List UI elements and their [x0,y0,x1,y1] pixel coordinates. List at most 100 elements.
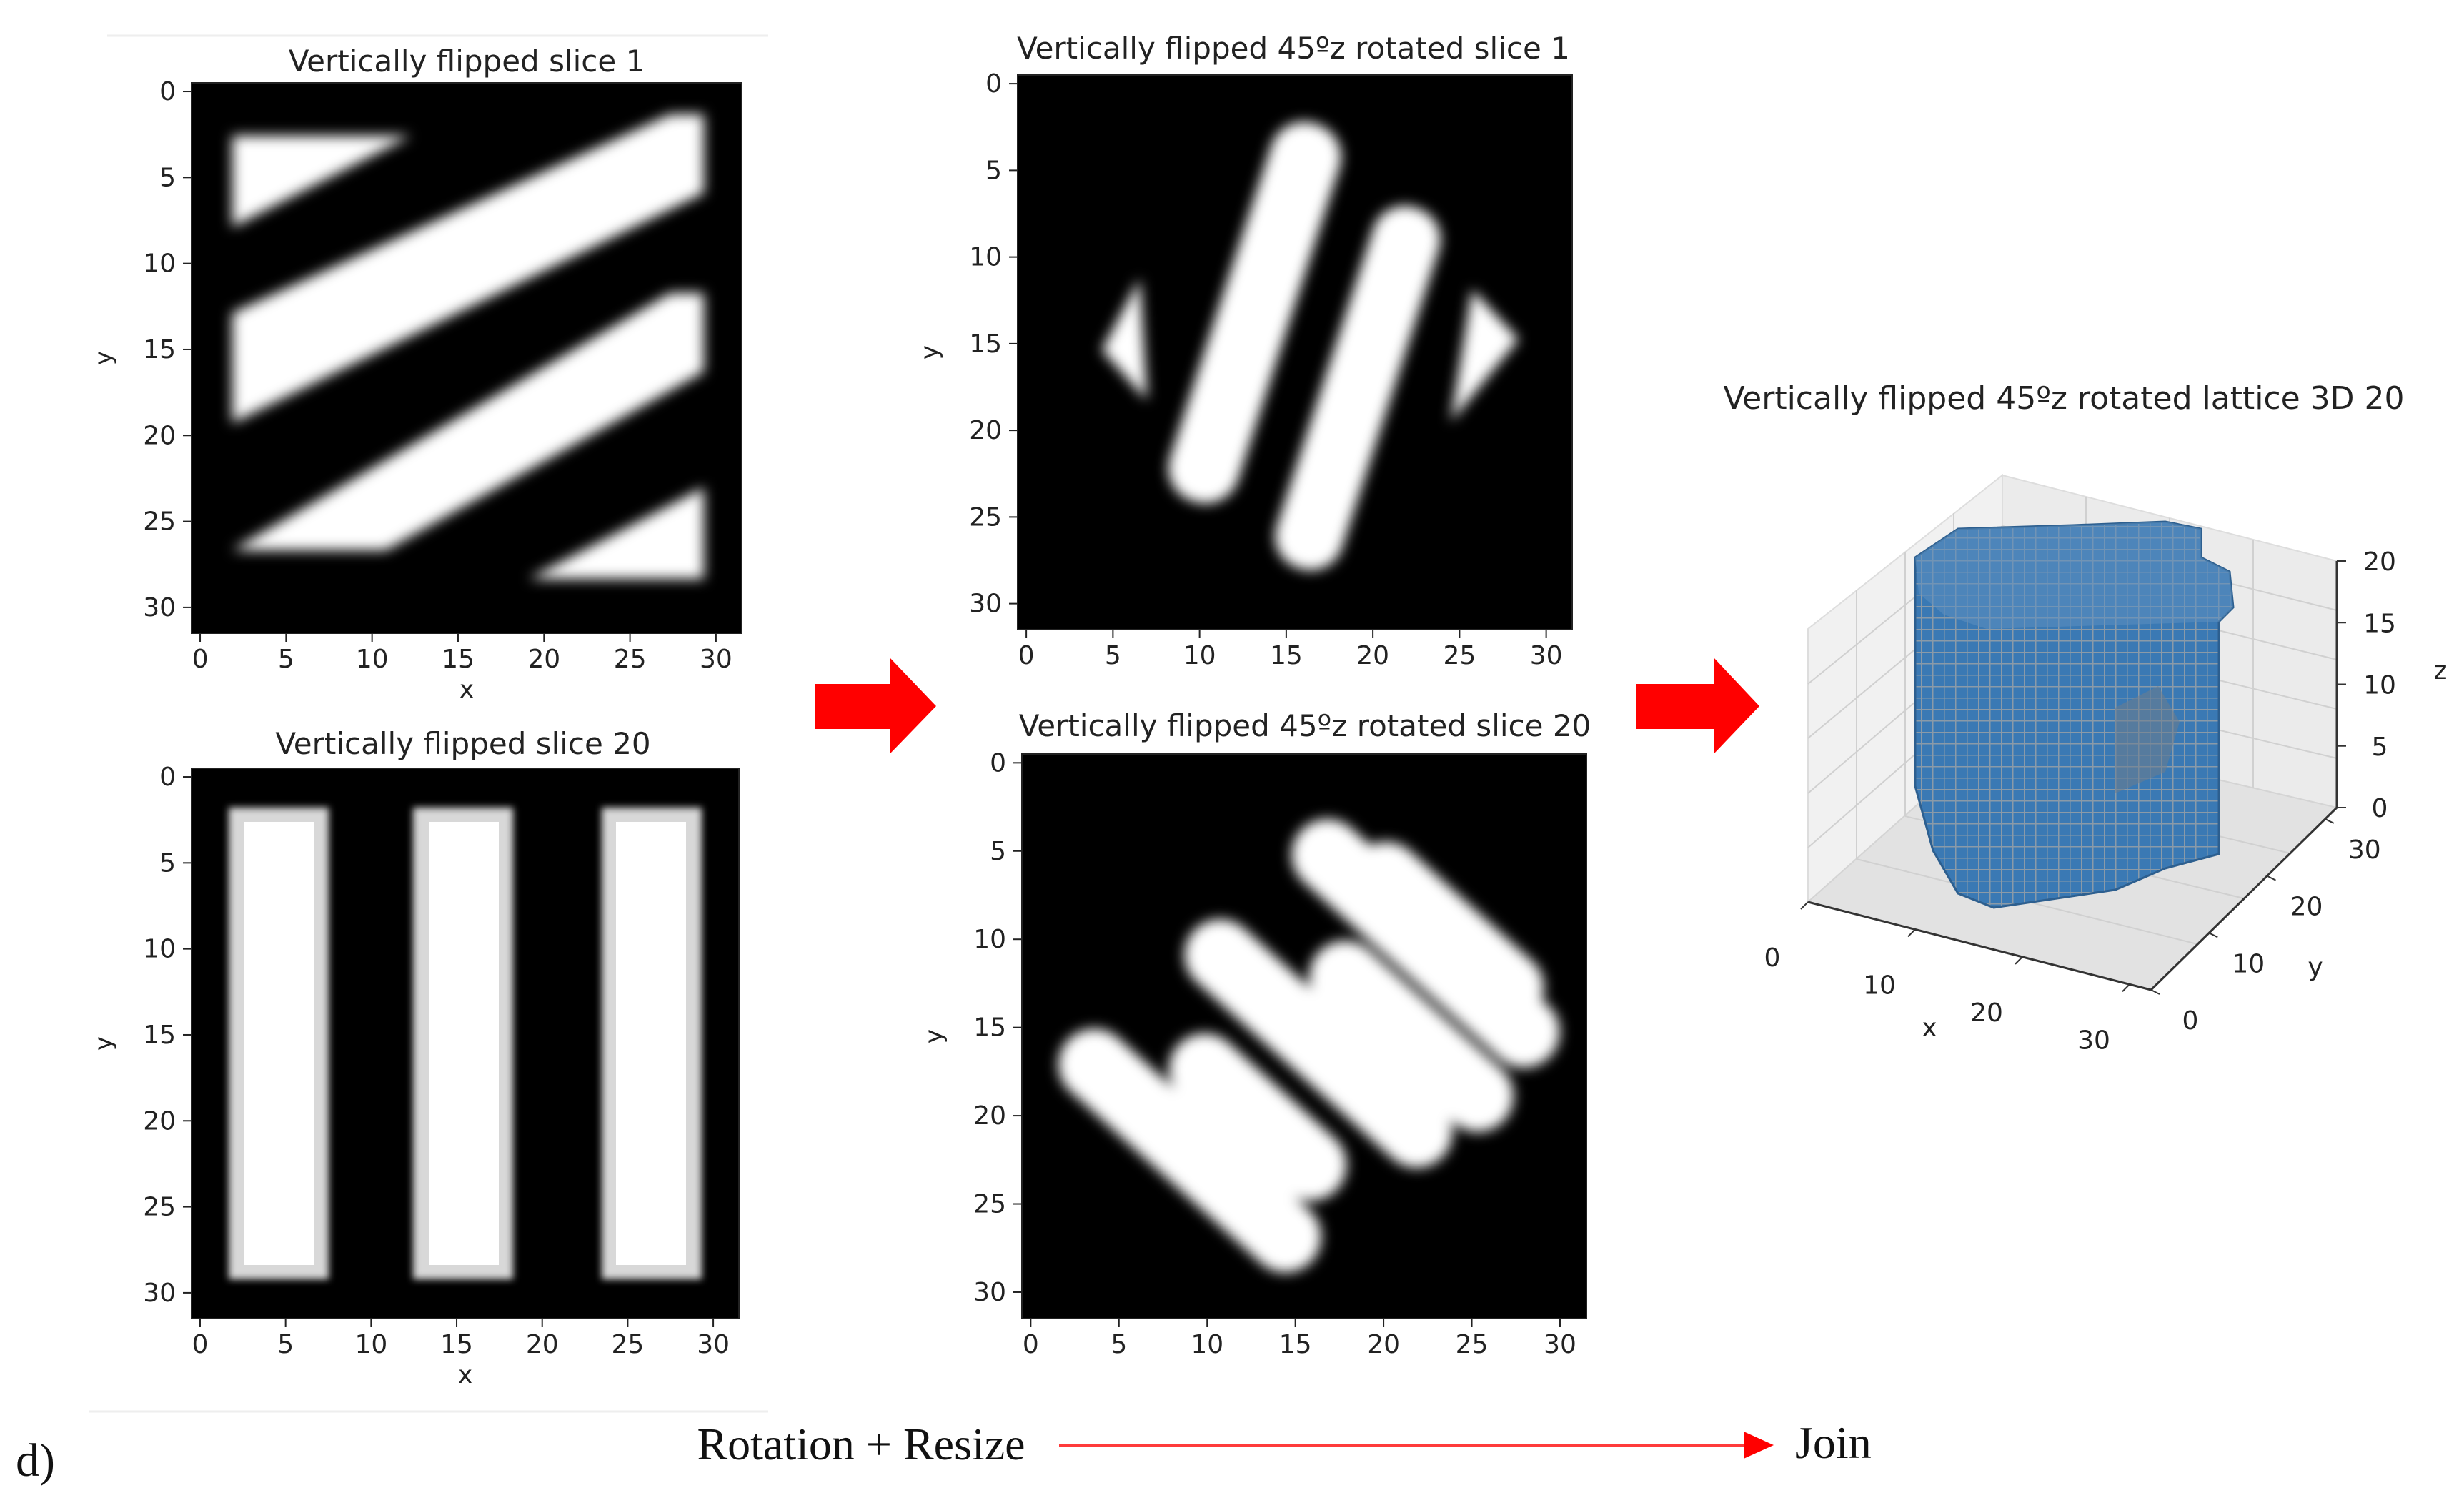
y-tick-label: 20 [969,416,1002,445]
y-tick-label: 5 [159,163,176,192]
y3d-tick-label: 0 [2182,1006,2199,1036]
x3d-axis-label: x [1922,1013,1937,1043]
y-tick-label: 0 [990,748,1006,778]
y-axis-label: y [915,345,944,359]
y-tick-label: 15 [143,335,176,364]
y-tick-label: 20 [143,421,176,450]
x-tick-label: 0 [1018,641,1035,670]
y-tick-label: 5 [990,837,1006,866]
x-tick-label: 0 [192,1330,209,1359]
x-tick-label: 5 [1105,641,1121,670]
x-tick-label: 15 [1270,641,1303,670]
x3d-tick [2122,983,2130,993]
plot-title: Vertically flipped slice 20 [275,726,650,761]
x-tick-label: 25 [1456,1330,1489,1359]
image-slice-1 [192,83,742,633]
y3d-tick [2150,989,2160,995]
x3d-tick [1907,928,1916,938]
y-tick-label: 5 [985,156,1002,185]
z3d-tick-label: 10 [2363,671,2396,700]
y-tick-label: 30 [143,1279,176,1308]
y-tick-label: 0 [159,763,176,792]
x-tick-label: 15 [442,645,475,674]
z3d-axis-label: z [2434,656,2448,685]
x-tick-label: 25 [1443,641,1476,670]
y-tick-label: 30 [973,1278,1006,1307]
x3d-tick [2015,956,2023,965]
flow-arrow-head-icon [1744,1432,1774,1459]
x3d-tick [1800,901,1809,910]
y-tick-label: 25 [143,507,176,537]
x-tick-label: 10 [1191,1330,1223,1359]
y-tick-label: 15 [969,329,1002,359]
x3d-tick-label: 10 [1863,971,1896,1000]
image-rotated-slice-1 [1018,75,1572,630]
plot-slice-1: Vertically flipped slice 1 0 5 10 15 20 25 30 0… [89,44,742,704]
x-tick-label: 5 [277,1330,294,1359]
x-tick-label: 20 [527,645,560,674]
y-tick-label: 25 [143,1193,176,1222]
y-tick-label: 0 [159,77,176,106]
flow-label-join: Join [1795,1417,1872,1468]
x-tick-label: 5 [1111,1330,1127,1359]
flow-label-rotation-resize: Rotation + Resize [697,1419,1025,1469]
y3d-tick [2325,818,2335,824]
y-axis-label: y [89,1036,118,1051]
y-axis-label: y [89,351,118,365]
red-arrow-icon [1636,658,1759,754]
x-tick-label: 0 [192,645,209,674]
plot-rotated-slice-1: Vertically flipped 45ºz rotated slice 1 … [915,31,1573,670]
y-tick-label: 15 [973,1013,1006,1043]
y-tick-label: 20 [143,1106,176,1136]
x-axis-label: x [459,675,474,704]
voxel-body [1914,520,2235,909]
y3d-tick-label: 20 [2290,893,2323,922]
plot-slice-20: Vertically flipped slice 20 0 5 10 15 20 25 30… [89,726,740,1389]
x-tick-label: 30 [700,645,732,674]
red-arrow-icon [815,658,936,754]
x-tick-label: 15 [440,1330,473,1359]
image-slice-20 [192,768,739,1319]
plot-title: Vertically flipped 45ºz rotated slice 20 [1019,708,1591,743]
z3d-tick-label: 15 [2363,609,2396,638]
y-tick-label: 5 [159,848,176,878]
x3d-tick-label: 30 [2077,1026,2110,1055]
x-tick-label: 30 [697,1330,730,1359]
z3d-tick-label: 0 [2372,794,2388,823]
x-tick-label: 15 [1279,1330,1312,1359]
y-tick-label: 15 [143,1021,176,1050]
y-tick-label: 25 [973,1190,1006,1219]
x3d-tick-label: 20 [1970,998,2003,1028]
y-tick-label: 30 [969,590,1002,619]
y3d-axis-label: y [2307,953,2323,982]
y3d-tick-label: 30 [2348,835,2381,865]
x-tick-label: 20 [1356,641,1389,670]
y-tick-label: 30 [143,593,176,622]
plot-title: Vertically flipped 45ºz rotated slice 1 [1017,31,1570,66]
y-tick-label: 10 [143,935,176,964]
y-tick-label: 0 [985,69,1002,99]
x-tick-label: 25 [614,645,647,674]
plot-title: Vertically flipped slice 1 [289,44,645,79]
image-rotated-slice-20 [1022,754,1586,1319]
y-tick-label: 10 [969,243,1002,272]
x-tick-label: 30 [1530,641,1563,670]
y3d-tick-label: 10 [2232,949,2265,978]
y-tick-label: 25 [969,502,1002,532]
x-tick-label: 10 [356,645,389,674]
x-tick-label: 5 [278,645,294,674]
y-tick-label: 10 [973,925,1006,954]
x-tick-label: 10 [354,1330,387,1359]
y3d-tick [2267,875,2276,881]
z3d-tick-label: 20 [2363,547,2396,577]
panel-label: d) [16,1434,55,1487]
x-tick-label: 30 [1544,1330,1576,1359]
y-tick-label: 10 [143,249,176,279]
y3d-tick [2208,932,2218,938]
y-tick-label: 20 [973,1101,1006,1131]
